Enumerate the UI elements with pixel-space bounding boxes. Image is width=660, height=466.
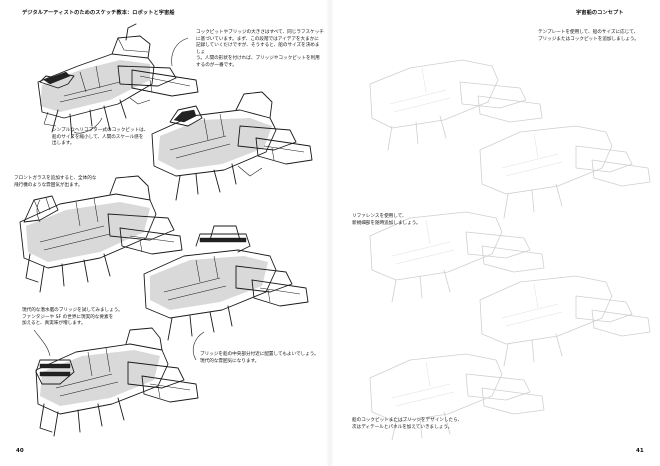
caption-windshield: フロントガラスを追加すると、全体的な 飛行機のような雰囲気が出ます。 [14, 176, 97, 188]
annotation-leaders [33, 37, 205, 361]
left-page-number: 40 [16, 448, 24, 454]
left-page: デジタルアーティストのためのスケッチ教本：ロボットと宇宙船 コックピットやブリッ… [14, 10, 324, 454]
right-page-number: 41 [636, 448, 644, 454]
template-sketch-4 [479, 275, 651, 367]
caption-cockpit-sizes: コックピットやブリッジの大きさはすべて、同じラフスケッチ に基づいています。まず… [196, 30, 324, 68]
left-page-sketches [19, 23, 313, 437]
template-sketch-2 [479, 125, 651, 219]
right-page-header: 宇宙船のコンセプト [576, 10, 624, 16]
left-page-header: デジタルアーティストのためのスケッチ教本：ロボットと宇宙船 [22, 10, 175, 16]
template-sketch-3 [369, 211, 545, 303]
book-gutter [326, 0, 334, 466]
caption-helicopter-cockpit: シンプルなヘリコプター式のコックピットは、 船のサイズを縮小して、人間のスケール… [52, 128, 149, 147]
template-sketch-1 [369, 59, 543, 151]
ship-sketch-2 [151, 91, 313, 201]
ship-sketch-4 [143, 225, 309, 341]
ship-sketch-5 [35, 327, 199, 437]
ship-sketch-3 [19, 175, 183, 293]
caption-template: テンプレートを使用して、船のサイズに応じて、 ブリッジまたはコックピットを追加し… [538, 30, 639, 42]
ship-sketch-1 [37, 23, 199, 139]
caption-central-bridge: ブリッジを船の中央部分付近に配置してもよいでしょう。 現代的な雰囲気になります。 [200, 352, 319, 364]
caption-submarine-bridge: 現代的な潜水艦のブリッジを試してみましょう。 ファンタジーや SF の世界に現実… [22, 308, 123, 327]
right-page-templates [369, 59, 651, 441]
template-sketch-5 [369, 353, 545, 441]
right-page: 宇宙船のコンセプト テンプレートを使用して、船のサイズに応じて、 ブリッジまたは… [330, 0, 660, 466]
caption-details: 船のコックピットまたはブリッジをデザインしたら、 次はディテールとパネルを加えて… [352, 418, 463, 430]
caption-reference: リファレンスを使用して、 新規細部を随時追加しましょう。 [352, 214, 421, 226]
